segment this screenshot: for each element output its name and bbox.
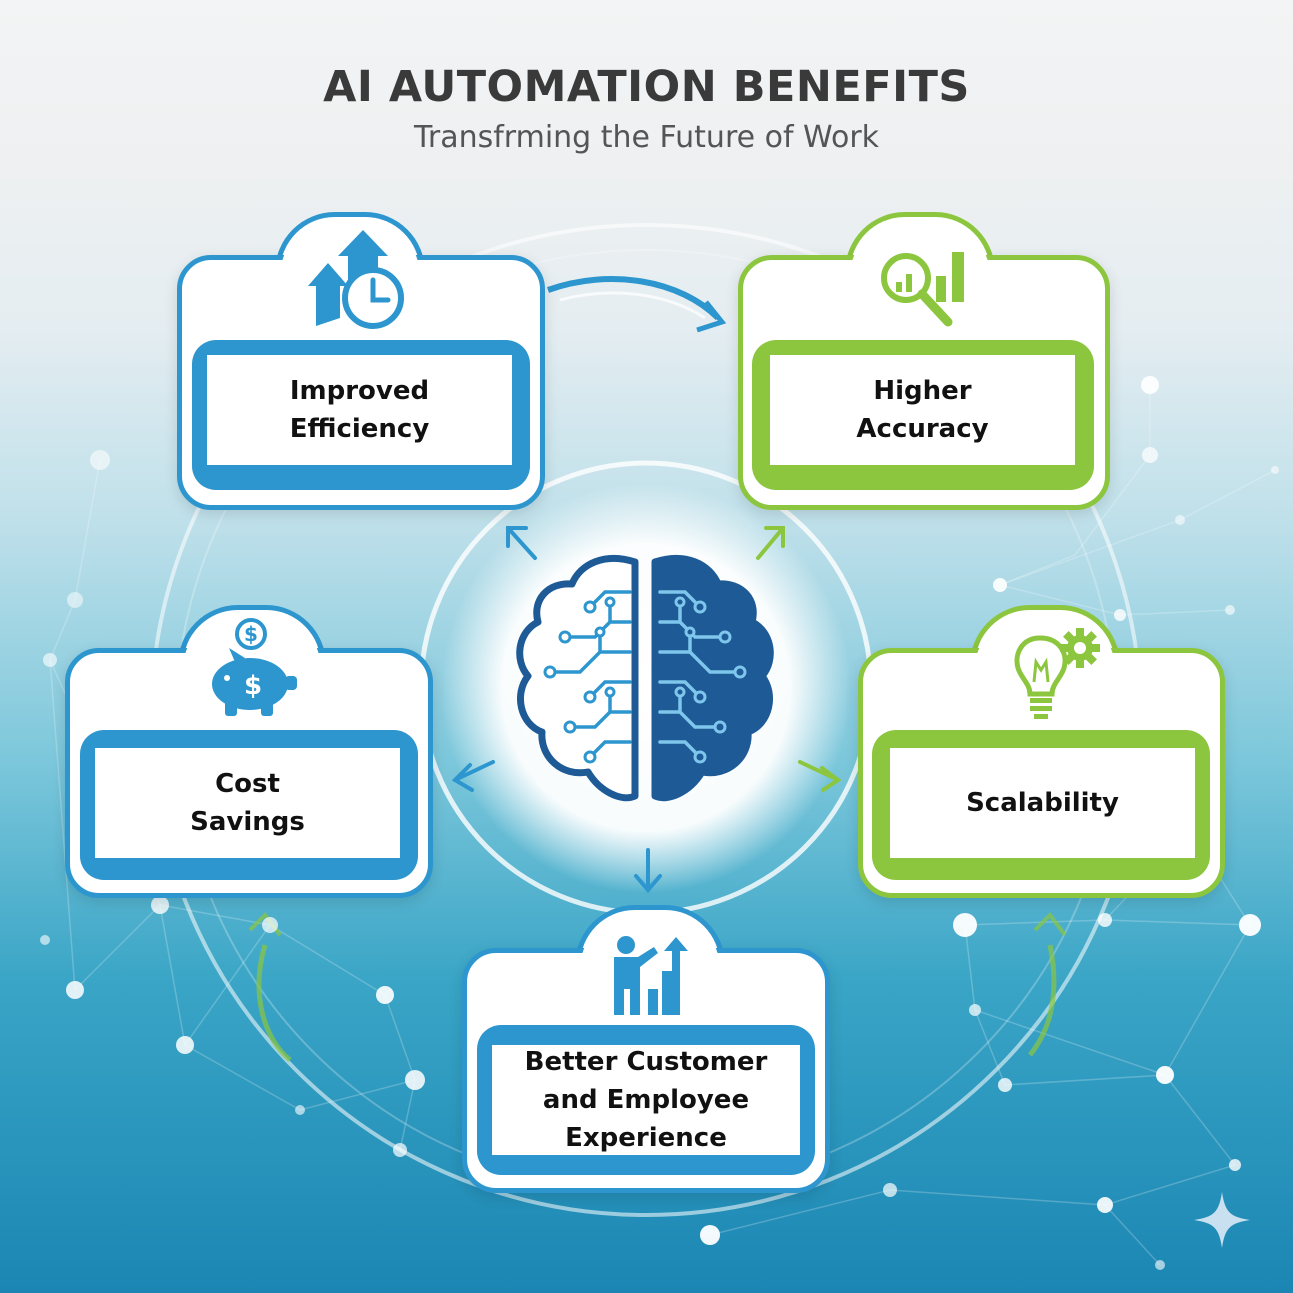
benefit-label: Better Customer and Employee Experience <box>492 1045 800 1155</box>
piggy-bank-icon: $ $ <box>212 618 297 716</box>
benefit-label: Scalability <box>890 748 1195 858</box>
svg-text:$: $ <box>244 671 262 701</box>
benefit-label: Improved Efficiency <box>207 355 512 465</box>
sparkle-icon <box>1194 1192 1250 1248</box>
card-tab-fill <box>580 910 720 980</box>
person-growth-chart-icon <box>614 936 688 1015</box>
chart-magnifier-icon <box>881 252 964 327</box>
page-title: AI AUTOMATION BENEFITS <box>323 62 970 112</box>
benefit-label: Higher Accuracy <box>770 355 1075 465</box>
arrows-clock-icon <box>308 230 404 329</box>
svg-text:$: $ <box>244 622 258 646</box>
benefit-label: Cost Savings <box>95 748 400 858</box>
lightbulb-gear-icon <box>1014 628 1100 719</box>
page-subtitle: Transfrming the Future of Work <box>413 120 880 155</box>
circuit-brain-icon <box>516 554 774 802</box>
